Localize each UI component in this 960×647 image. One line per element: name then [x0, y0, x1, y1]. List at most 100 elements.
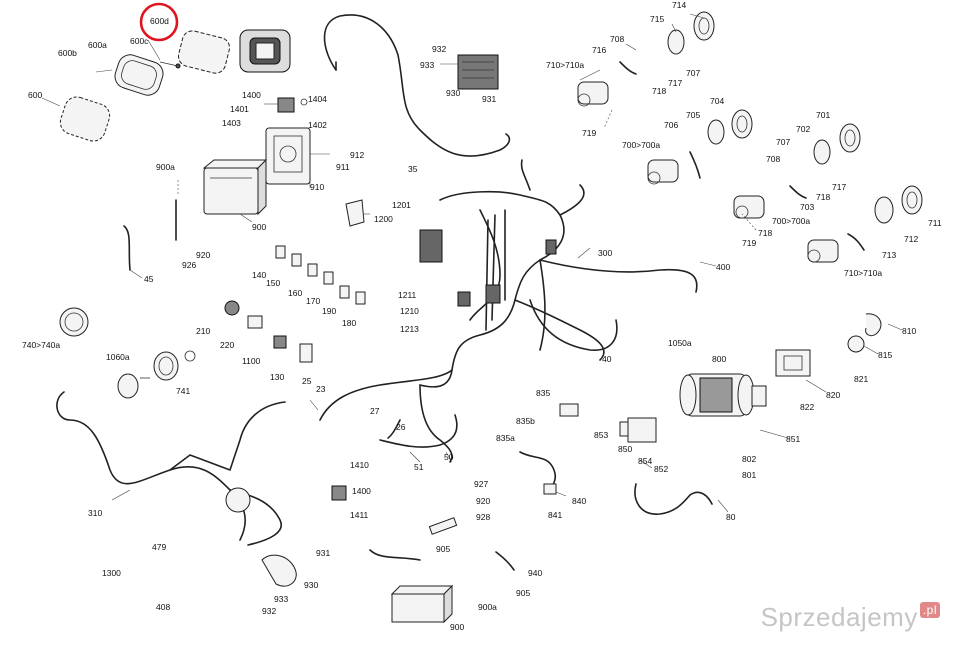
label: 408: [156, 602, 170, 612]
label: 712: [904, 234, 918, 244]
part-900-battery: [390, 584, 454, 624]
label: 703: [800, 202, 814, 212]
label: 300: [598, 248, 612, 258]
label: 717: [668, 78, 682, 88]
label: 933: [420, 60, 434, 70]
label: 911: [336, 162, 350, 172]
part-1400-relay: [277, 97, 308, 113]
cable-45: [123, 225, 131, 271]
harness-50: [379, 414, 458, 448]
part-930-bottom: [261, 554, 297, 587]
harness-40: [529, 299, 618, 351]
label: 822: [800, 402, 814, 412]
label: 26: [396, 422, 406, 432]
label: 706: [664, 120, 678, 130]
label: 1410: [350, 460, 369, 470]
label: 718: [652, 86, 666, 96]
label: 821: [854, 374, 868, 384]
main-harness-300: [319, 159, 698, 463]
label: 835a: [496, 433, 515, 443]
label: 140: [252, 270, 266, 280]
label: 80: [726, 512, 736, 522]
label: 932: [432, 44, 446, 54]
label: 1402: [308, 120, 327, 130]
label: 840: [572, 496, 586, 506]
label: 1400: [352, 486, 371, 496]
rings-704-715: [667, 11, 923, 224]
label: 600c: [130, 36, 149, 46]
label: 933: [274, 594, 288, 604]
label: 705: [686, 110, 700, 120]
label: 310: [88, 508, 102, 518]
label: 150: [266, 278, 280, 288]
label: 854: [638, 456, 652, 466]
label: 704: [710, 96, 724, 106]
harness-35: [323, 14, 511, 157]
part-835-bracket: [559, 403, 579, 417]
label: 940: [528, 568, 542, 578]
label: 930: [446, 88, 460, 98]
part-130: [299, 343, 313, 363]
part-1200-bracket: [345, 199, 365, 227]
label: 1213: [400, 324, 419, 334]
screw-600c: [159, 61, 181, 69]
strap-703: [789, 185, 807, 199]
watermark: Sprzedajemy.pl: [761, 602, 940, 633]
label: 600: [28, 90, 42, 100]
label: 708: [610, 34, 624, 44]
part-815-ring: [847, 335, 865, 353]
label: 180: [342, 318, 356, 328]
part-labels: 600d 600c 600a 600b 600 714 715 708 716 …: [22, 0, 942, 632]
highlight-circle: [139, 2, 179, 42]
label: 900: [252, 222, 266, 232]
harness-310: [56, 391, 246, 541]
label: 1201: [392, 200, 411, 210]
label: 801: [742, 470, 756, 480]
label: 716: [592, 45, 606, 55]
label: 900a: [156, 162, 175, 172]
actuators-700-710: [577, 81, 839, 263]
label: 841: [548, 510, 562, 520]
label: 707: [776, 137, 790, 147]
label: 713: [882, 250, 896, 260]
label: 1300: [102, 568, 121, 578]
label: 717: [832, 182, 846, 192]
leader-lines: [41, 13, 903, 513]
strap-940: [495, 551, 515, 571]
label: 479: [152, 542, 166, 552]
label: 719: [742, 238, 756, 248]
label: 600b: [58, 48, 77, 58]
strap-716: [619, 61, 637, 75]
label: 220: [220, 340, 234, 350]
label: 927: [474, 479, 488, 489]
label: 1404: [308, 94, 327, 104]
watermark-badge: .pl: [919, 602, 940, 618]
label: 920: [476, 496, 490, 506]
label: 1050a: [668, 338, 692, 348]
part-210-switch: [224, 300, 263, 329]
label: 23: [316, 384, 326, 394]
label: 912: [350, 150, 364, 160]
label: 905: [436, 544, 450, 554]
label: 1100: [242, 356, 261, 366]
label: 931: [316, 548, 330, 558]
label: 715: [650, 14, 664, 24]
label: 1403: [222, 118, 241, 128]
label: 851: [786, 434, 800, 444]
label: 190: [322, 306, 336, 316]
label: 900: [450, 622, 464, 632]
label: 1211: [398, 290, 417, 300]
label: 701: [816, 110, 830, 120]
part-900-module: [202, 158, 268, 216]
label: 702: [796, 124, 810, 134]
label: 718: [816, 192, 830, 202]
label: 707: [686, 68, 700, 78]
part-927-strap: [428, 517, 458, 535]
label: 710>710a: [844, 268, 882, 278]
label: 400: [716, 262, 730, 272]
strap-713: [847, 233, 865, 251]
label: 850: [618, 444, 632, 454]
cable-80: [634, 483, 713, 515]
label: 714: [672, 0, 686, 10]
